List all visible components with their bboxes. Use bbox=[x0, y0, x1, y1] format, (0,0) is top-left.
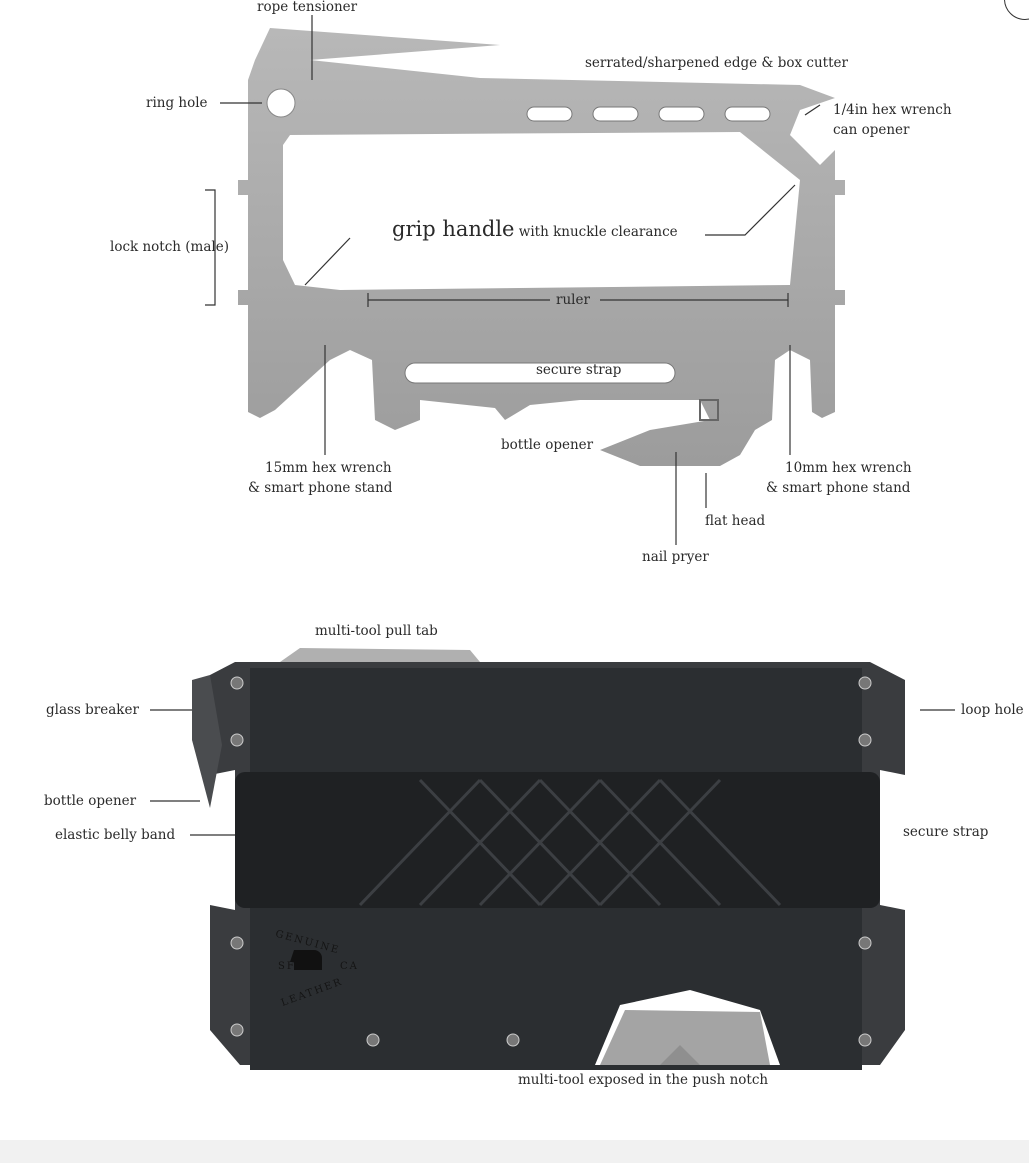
label-bottle-opener-wallet: bottle opener bbox=[44, 793, 137, 809]
label-serrated-edge: serrated/sharpened edge & box cutter bbox=[585, 55, 848, 71]
label-can-opener: can opener bbox=[833, 122, 910, 138]
label-15mm-phone-stand: & smart phone stand bbox=[248, 480, 393, 496]
grip-handle-title: grip handle bbox=[392, 217, 515, 241]
svg-text:SF: SF bbox=[278, 961, 296, 972]
label-rope-tensioner: rope tensioner bbox=[257, 0, 358, 15]
label-ring-hole: ring hole bbox=[146, 95, 208, 111]
label-quarter-hex-wrench: 1/4in hex wrench bbox=[833, 102, 952, 118]
label-ruler: ruler bbox=[556, 292, 590, 308]
wallet-illustration: GENUINE SF CA LEATHER bbox=[192, 648, 905, 1070]
label-flat-head: flat head bbox=[705, 513, 766, 529]
label-grip-handle: grip handle with knuckle clearance bbox=[392, 219, 678, 242]
label-bottle-opener-tool: bottle opener bbox=[501, 437, 594, 453]
label-pull-tab: multi-tool pull tab bbox=[315, 623, 438, 639]
label-loop-hole: loop hole bbox=[961, 702, 1024, 718]
label-nail-pryer: nail pryer bbox=[642, 549, 709, 565]
label-glass-breaker: glass breaker bbox=[46, 702, 139, 718]
label-10mm-phone-stand: & smart phone stand bbox=[766, 480, 911, 496]
label-belly-band: elastic belly band bbox=[55, 827, 176, 843]
label-secure-strap-tool: secure strap bbox=[536, 362, 622, 378]
grip-handle-subtitle: with knuckle clearance bbox=[518, 224, 678, 240]
leader-lines bbox=[150, 15, 955, 836]
label-lock-notch: lock notch (male) bbox=[110, 239, 229, 255]
label-10mm-hex: 10mm hex wrench bbox=[785, 460, 912, 476]
label-secure-strap-wallet: secure strap bbox=[903, 824, 989, 840]
multitool-illustration bbox=[238, 28, 845, 466]
footer-strip bbox=[0, 1140, 1029, 1163]
label-push-notch: multi-tool exposed in the push notch bbox=[518, 1072, 769, 1088]
svg-text:CA: CA bbox=[340, 961, 359, 972]
label-15mm-hex: 15mm hex wrench bbox=[265, 460, 392, 476]
